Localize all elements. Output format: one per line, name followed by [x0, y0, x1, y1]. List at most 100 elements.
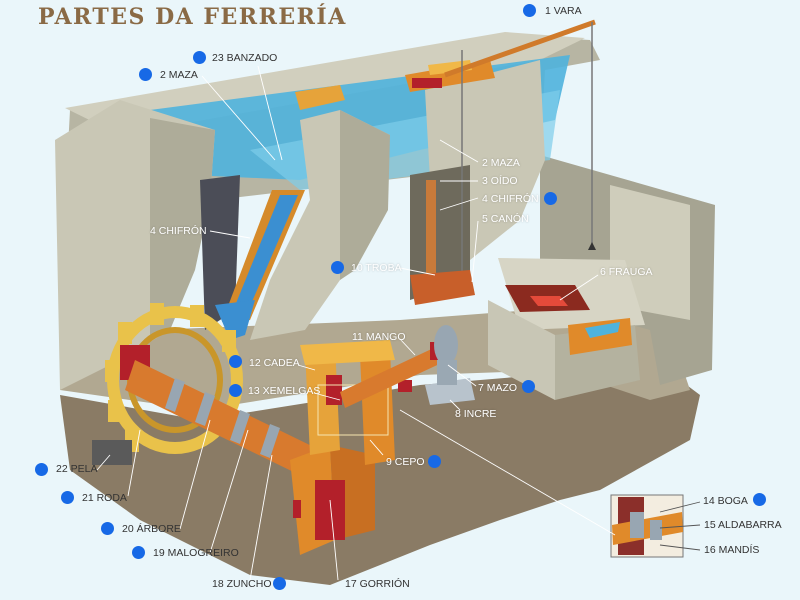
- middle-pier-side: [340, 110, 390, 280]
- canon-foot: [410, 270, 475, 305]
- inset-block: [650, 520, 662, 540]
- frame-red-b: [398, 380, 412, 392]
- label-chifron-left: 4 CHIFRÓN: [150, 225, 207, 237]
- forge-fire: [530, 296, 568, 306]
- wheel-stone-block: [92, 440, 132, 465]
- forge-trough-water: [585, 322, 620, 338]
- wheel-paddle-3: [118, 322, 132, 344]
- top-beam-red: [412, 78, 442, 88]
- hammer-handle: [340, 345, 448, 408]
- wheel-paddle-2: [190, 305, 204, 327]
- leader-line: [399, 338, 416, 356]
- marker-maza[interactable]: [139, 68, 152, 81]
- inset-leaders: [659, 501, 701, 551]
- vara-weight: [588, 242, 596, 250]
- marker-mazo[interactable]: [522, 380, 535, 393]
- leader-line: [559, 274, 599, 301]
- bearing-red: [315, 480, 345, 540]
- cavity: [410, 165, 470, 300]
- leader-line: [439, 139, 479, 163]
- inset-beam: [612, 512, 683, 545]
- label-mazo: 7 MAZO: [478, 382, 518, 394]
- label-oido: 3 OÍDO: [482, 175, 518, 187]
- bearing-red-small: [293, 500, 301, 518]
- leader-line: [369, 439, 384, 456]
- frame-post-right: [360, 350, 395, 465]
- leader-line: [471, 220, 479, 283]
- label-malogreiro: 19 MALOGREIRO: [153, 547, 239, 559]
- leader-line: [96, 454, 111, 471]
- leader-line: [297, 364, 316, 371]
- label-incre: 8 INCRE: [455, 408, 497, 420]
- label-roda: 21 RODA: [82, 492, 127, 504]
- leader-line: [659, 544, 701, 551]
- marker-malogreiro[interactable]: [132, 546, 145, 559]
- leader-line: [209, 429, 249, 554]
- leader-line: [209, 230, 251, 239]
- marker-xemelgas[interactable]: [229, 384, 242, 397]
- leader-line: [313, 392, 341, 401]
- leader-line: [659, 524, 701, 529]
- marker-roda[interactable]: [61, 491, 74, 504]
- leader-lines: [96, 65, 616, 581]
- marker-chifron[interactable]: [544, 192, 557, 205]
- label-aldabarra: 15 ALDABARRA: [704, 519, 782, 531]
- chute-water: [230, 195, 298, 318]
- anvil-body: [437, 360, 457, 385]
- axle-band-2: [195, 392, 215, 426]
- marker-pela[interactable]: [35, 463, 48, 476]
- marker-boga[interactable]: [753, 493, 766, 506]
- leader-line: [659, 501, 701, 513]
- label-zuncho: 18 ZUNCHO: [212, 578, 272, 590]
- label-chifron-right: 4 CHIFRÓN: [482, 193, 539, 205]
- wheel-paddle-4: [222, 330, 236, 352]
- axle-band-3: [230, 410, 250, 444]
- label-frauga: 6 FRAUGA: [600, 266, 653, 278]
- top-beam-a: [295, 85, 345, 110]
- forge-front: [488, 300, 555, 400]
- label-mango: 11 MANGO: [352, 331, 406, 343]
- label-maza-left: 2 MAZA: [160, 69, 198, 81]
- leader-line: [447, 364, 477, 387]
- label-cadea: 12 CADEA: [249, 357, 300, 369]
- marker-troba[interactable]: [331, 261, 344, 274]
- leader-line: [249, 454, 273, 581]
- marker-arbore[interactable]: [101, 522, 114, 535]
- label-xemelgas: 13 XEMELGAS: [248, 385, 321, 397]
- frame-top: [300, 340, 395, 365]
- leader-line: [329, 499, 339, 581]
- label-vara: 1 VARA: [545, 5, 582, 17]
- inset-ring: [630, 512, 644, 538]
- left-pier-side: [150, 118, 215, 340]
- leader-line: [439, 197, 479, 211]
- marker-vara[interactable]: [523, 4, 536, 17]
- canon-pipe: [426, 180, 436, 285]
- leader-line: [399, 409, 616, 536]
- hammer-head: [434, 325, 458, 365]
- marker-zuncho[interactable]: [273, 577, 286, 590]
- frame-red-a: [326, 375, 342, 405]
- leader-line: [449, 399, 461, 411]
- marker-banzado[interactable]: [193, 51, 206, 64]
- wheel-paddle-1: [150, 303, 164, 325]
- page-title: PARTES DA FERRERÍA: [38, 4, 347, 30]
- label-banzado: 23 BANZADO: [212, 52, 278, 64]
- marker-cepo[interactable]: [428, 455, 441, 468]
- label-arbore: 20 ÁRBORE: [122, 523, 181, 535]
- label-maza-right: 2 MAZA: [482, 157, 520, 169]
- marker-cadea[interactable]: [229, 355, 242, 368]
- label-mandis: 16 MANDÍS: [704, 544, 760, 556]
- wheel-paddle-6: [108, 400, 122, 422]
- wheel-paddle-5: [105, 360, 119, 382]
- axle-band-4: [260, 424, 280, 458]
- leader-line: [257, 65, 283, 161]
- label-boga: 14 BOGA: [703, 495, 748, 507]
- frame-highlight: [317, 384, 389, 436]
- label-pela: 22 PELA: [56, 463, 98, 475]
- frame-post-left: [305, 345, 340, 455]
- leader-line: [201, 75, 276, 161]
- vara-pole: [444, 19, 596, 78]
- leader-line: [179, 419, 211, 530]
